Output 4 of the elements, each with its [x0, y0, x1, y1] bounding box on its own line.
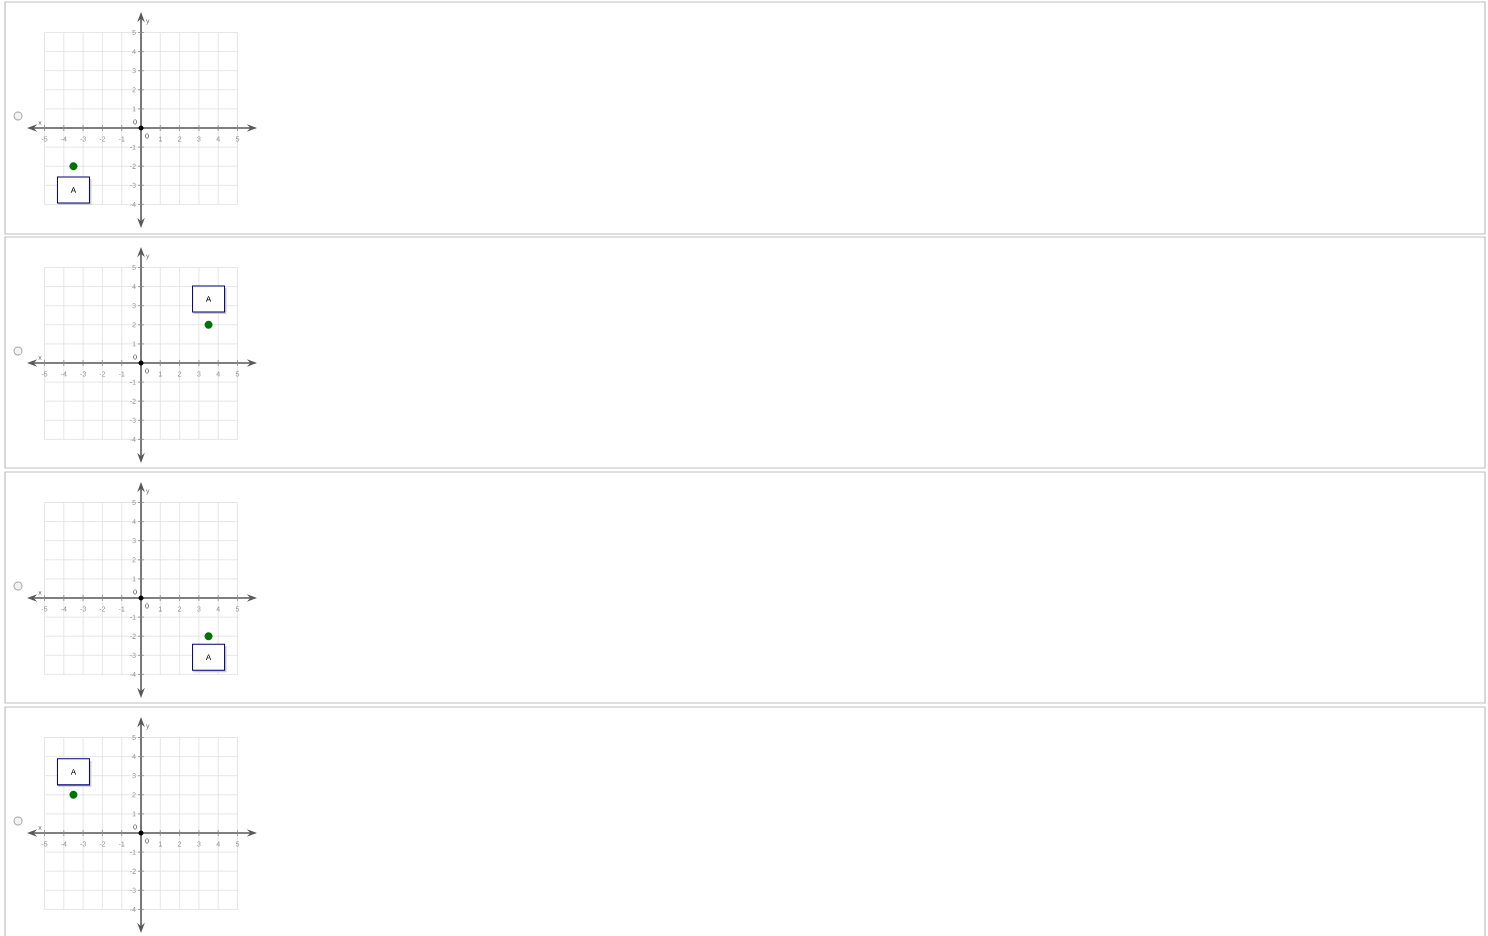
label-box: A — [192, 643, 226, 671]
label-box: A — [56, 758, 90, 786]
label-box: A — [56, 176, 90, 204]
label-box: A — [192, 285, 226, 313]
